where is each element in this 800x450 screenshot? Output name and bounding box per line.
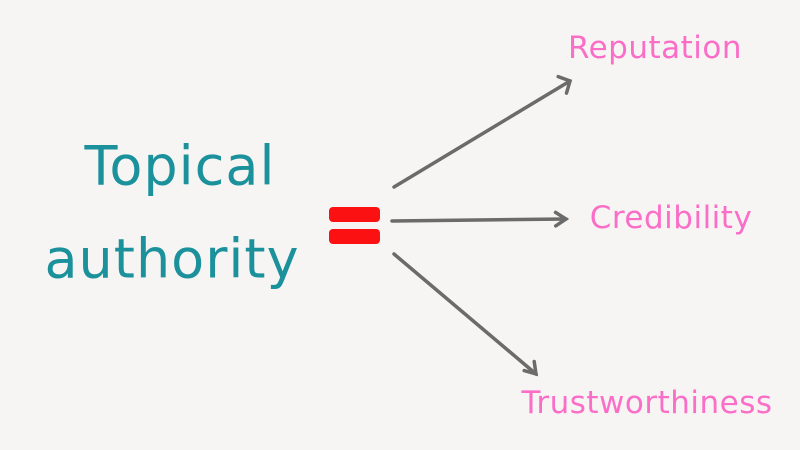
- arrow-to-reputation: [392, 74, 573, 189]
- title-line-2: authority: [44, 227, 300, 291]
- node-label-reputation: Reputation: [567, 30, 743, 66]
- arrow-to-trustworthiness: [392, 252, 539, 377]
- title-line-1: Topical: [84, 134, 276, 198]
- equals-top-bar: [329, 207, 380, 222]
- equals-bottom-bar: [329, 229, 380, 244]
- arrow-to-credibility: [390, 210, 570, 228]
- node-label-credibility: Credibility: [589, 200, 753, 236]
- equals-icon: [329, 207, 380, 244]
- node-label-trustworthiness: Trustworthiness: [521, 385, 773, 421]
